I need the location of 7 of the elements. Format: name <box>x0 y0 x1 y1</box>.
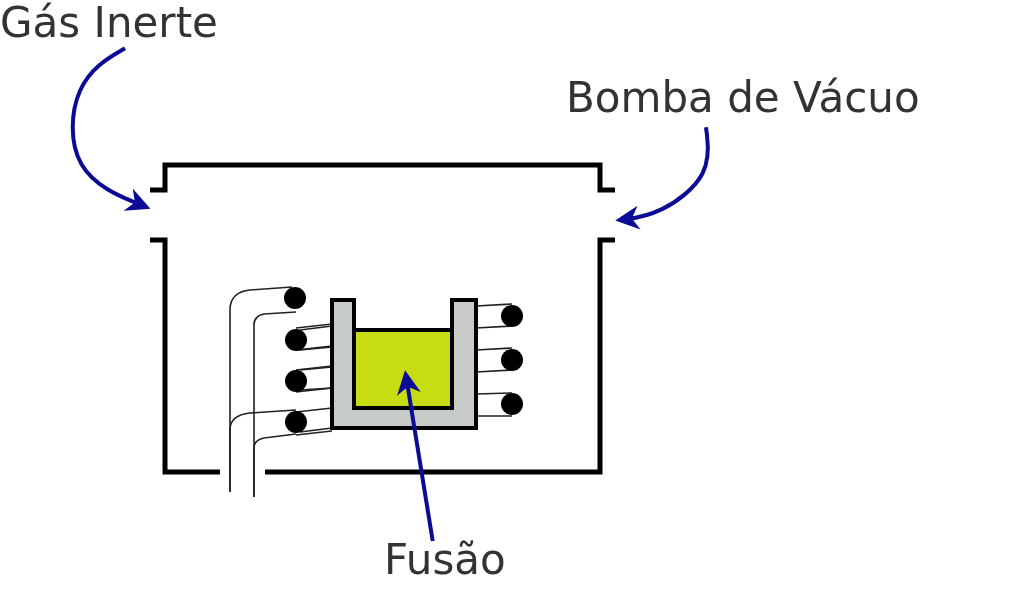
curved-arrow <box>70 46 151 211</box>
molten-metal <box>356 332 450 406</box>
callout-label: Bomba de Vácuo <box>566 75 920 122</box>
curved-arrow <box>615 126 710 230</box>
callout-label: Gás Inerte <box>0 0 218 47</box>
callout-label: Fusão <box>384 537 506 584</box>
leader-line <box>397 370 435 542</box>
